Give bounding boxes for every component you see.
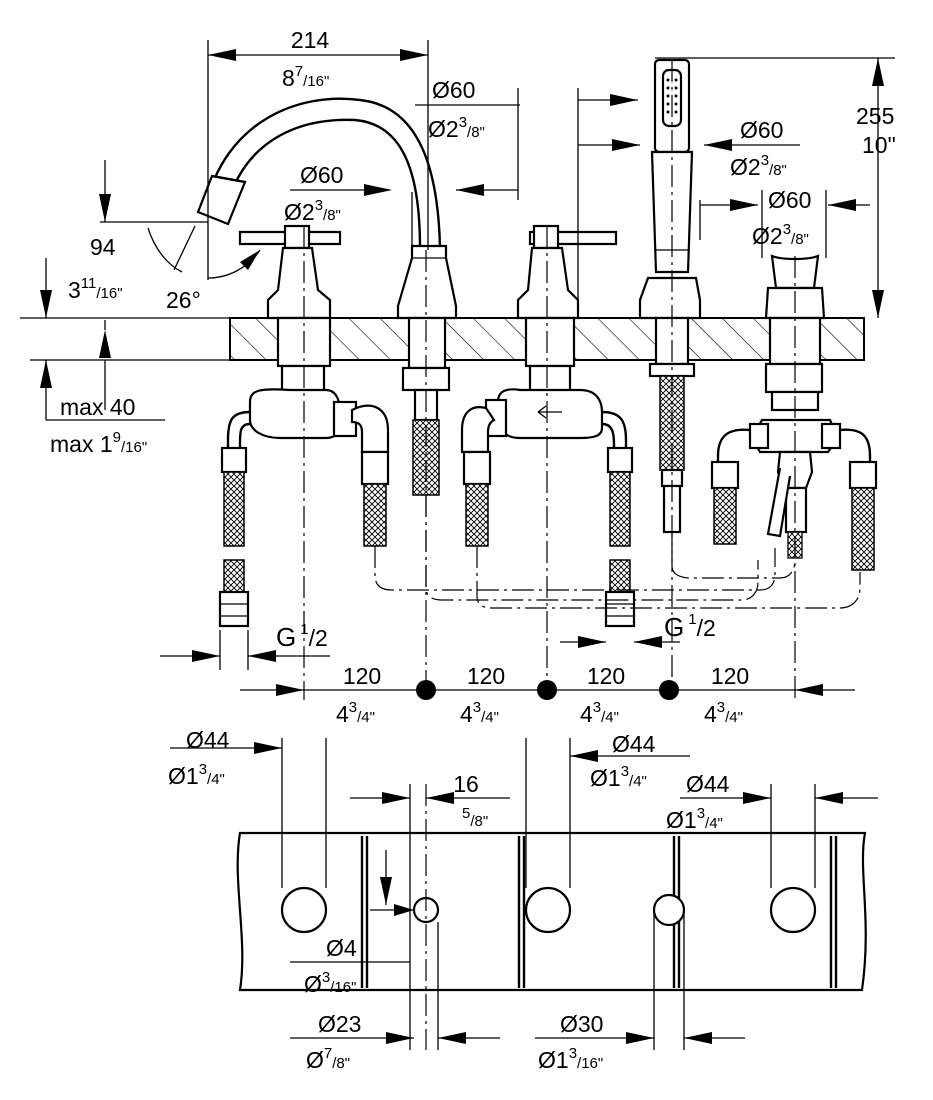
spout-height-mm: 94 (90, 234, 116, 260)
hole-mid-dia-in: Ø13/4" (590, 763, 647, 791)
spout-base-dia-mm: Ø60 (432, 77, 475, 103)
spout-height-in: 311/16" (68, 275, 123, 303)
hand-shower (638, 58, 702, 534)
spacing-1-mm: 120 (343, 663, 381, 689)
spacing-2-in: 43/4" (460, 699, 499, 727)
spout-angle: 26° (166, 287, 201, 313)
spacing-1-in: 43/4" (336, 699, 375, 727)
shower-hole-dia-mm: Ø30 (560, 1011, 603, 1037)
shower-hole-dia-in: Ø13/16" (538, 1045, 603, 1073)
spacing-3-in: 43/4" (580, 699, 619, 727)
pin-hole-dia-mm: Ø4 (326, 935, 357, 961)
pin-hole-dia-in: Ø3/16" (304, 969, 356, 997)
diverter-dia-mm: Ø60 (768, 187, 811, 213)
spacing-marker-dot (416, 680, 436, 700)
spacing-marker-dot (659, 680, 679, 700)
centerlines (303, 60, 861, 700)
spacing-4-in: 43/4" (704, 699, 743, 727)
spacing-3-mm: 120 (587, 663, 625, 689)
deck-thickness-mm: max 40 (60, 394, 135, 420)
spout-reach-mm: 214 (291, 27, 330, 53)
small-offset-mm: 16 (453, 771, 479, 797)
spacing-2-mm: 120 (467, 663, 505, 689)
hole-left-dia-in: Ø13/4" (168, 761, 225, 789)
dimension-lines (40, 40, 895, 670)
diverter-dia-in: Ø23/8" (752, 221, 809, 249)
small-hole-dia-mm: Ø23 (318, 1011, 361, 1037)
diverter-valve (710, 254, 878, 571)
spacing-dimension (240, 680, 855, 700)
spacing-marker-dot (537, 680, 557, 700)
total-height-mm: 255 (856, 103, 894, 129)
spacing-4-mm: 120 (711, 663, 749, 689)
mount-hole-shower (652, 893, 686, 927)
dimension-labels: 214 87/16" 94 311/16" 26° Ø60 Ø23/8" Ø60… (50, 27, 896, 1073)
handle-left-dia-in: Ø23/8" (284, 197, 341, 225)
spout-base-dia-in: Ø23/8" (428, 114, 485, 142)
mount-hole-left (280, 886, 328, 934)
mount-hole-right (769, 886, 817, 934)
deck-plan (170, 738, 878, 1050)
small-offset-in: 5/8" (462, 805, 488, 830)
hole-right-dia-in: Ø13/4" (666, 805, 723, 833)
handshower-dia-mm: Ø60 (740, 117, 783, 143)
total-height-in: 10" (862, 132, 896, 158)
deck-thickness-in: max 19/16" (50, 429, 147, 457)
mount-hole-middle (524, 886, 572, 934)
spout-reach-in: 87/16" (282, 63, 329, 91)
left-handle-valve (218, 224, 390, 628)
hole-left-dia-mm: Ø44 (186, 727, 230, 753)
hole-mid-dia-mm: Ø44 (612, 731, 656, 757)
right-handle-valve (460, 224, 636, 628)
handle-left-dia-mm: Ø60 (300, 162, 343, 188)
handshower-dia-in: Ø23/8" (730, 152, 787, 180)
hole-right-dia-mm: Ø44 (686, 771, 730, 797)
small-hole-dia-in: Ø7/8" (306, 1045, 350, 1073)
